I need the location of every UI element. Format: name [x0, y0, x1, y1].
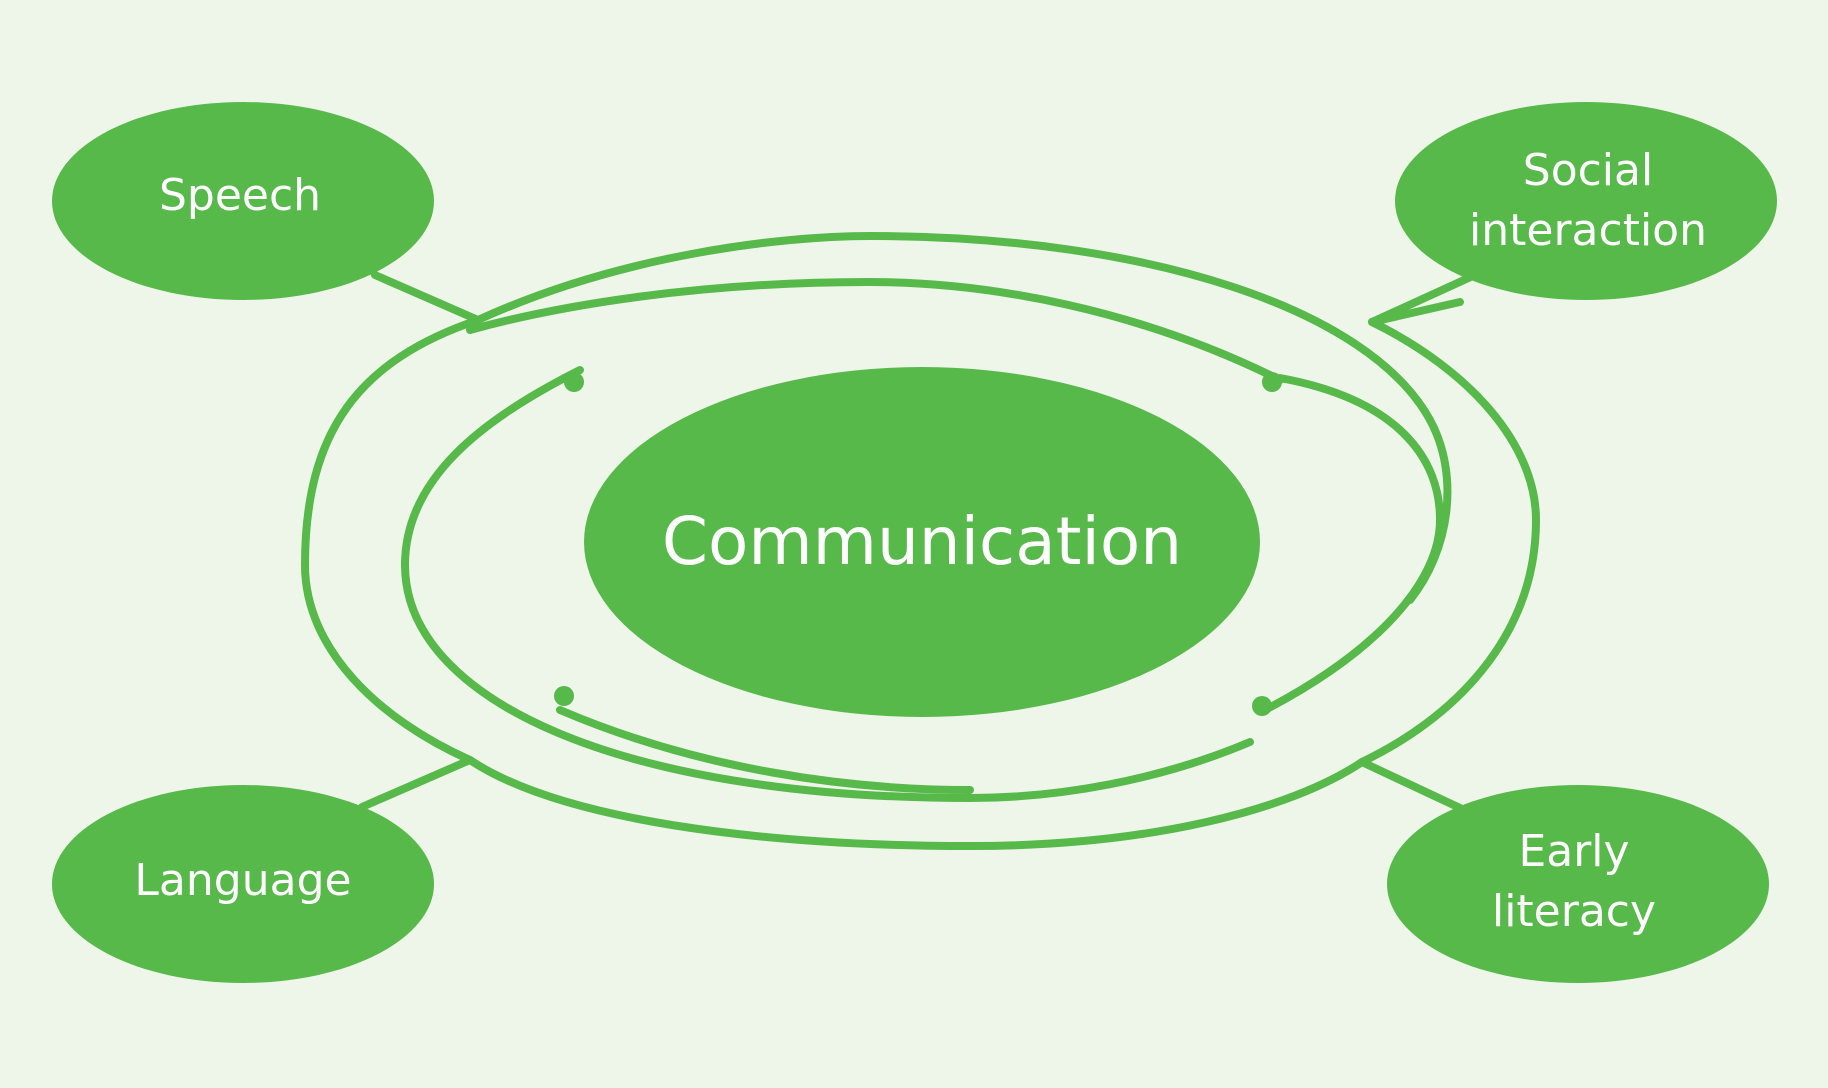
outer-ring: [301, 232, 1540, 850]
curl-icon: [554, 686, 574, 706]
inner-ring: [400, 277, 1445, 803]
center-label: Communication: [662, 503, 1182, 580]
node-label: Speech: [159, 170, 321, 221]
node-label-line1: Early: [1518, 826, 1629, 877]
node-social-interaction: Social interaction: [1395, 102, 1777, 300]
node-early-literacy: Early literacy: [1387, 785, 1769, 983]
curl-icon: [564, 372, 584, 392]
center-node: Communication: [584, 367, 1260, 717]
curl-icon: [1262, 372, 1282, 392]
node-label-line2: literacy: [1492, 886, 1656, 937]
curl-icon: [1252, 696, 1272, 716]
node-label-line1: Social: [1523, 145, 1653, 196]
node-speech: Speech: [52, 102, 434, 300]
node-label: Language: [134, 855, 351, 906]
node-language: Language: [52, 785, 434, 983]
node-label-line2: interaction: [1469, 205, 1707, 256]
curl-dots: [554, 372, 1282, 716]
